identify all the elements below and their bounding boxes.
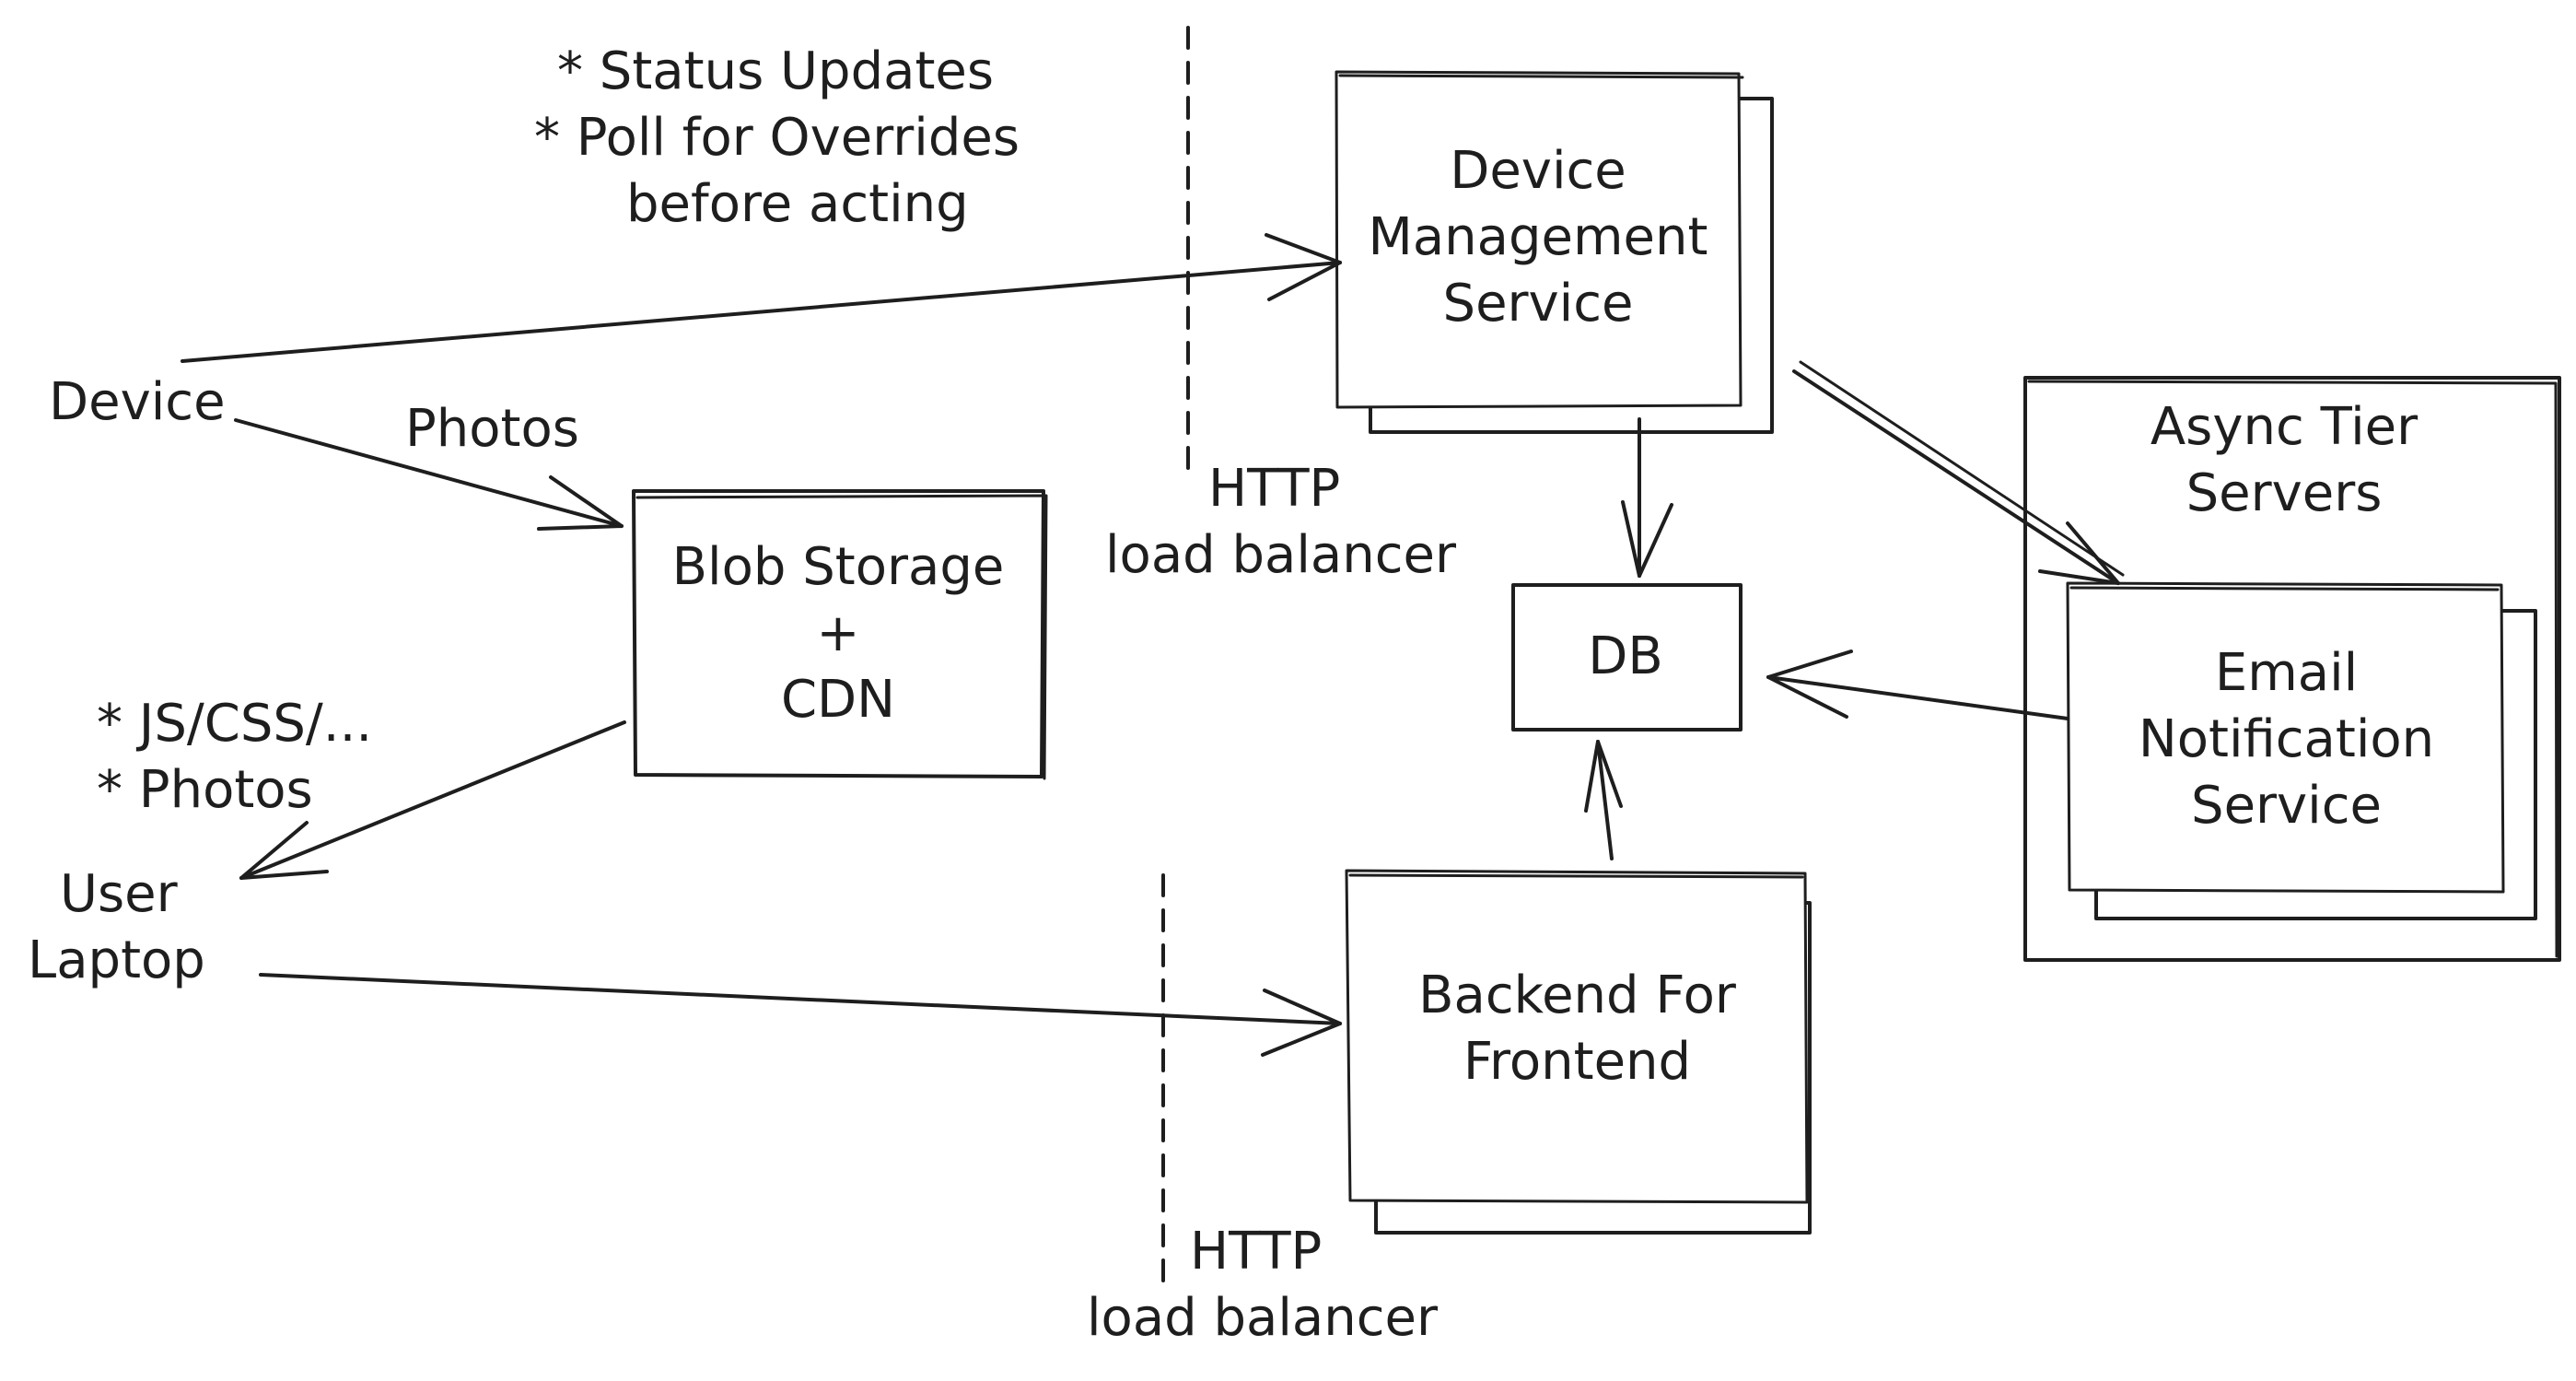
blob-storage-label: Blob Storage + CDN: [649, 534, 1027, 733]
device-note-poll: * Poll for Overrides: [534, 108, 1020, 168]
blob-storage-line-1: Blob Storage: [671, 537, 1005, 597]
user-notes: * JS/CSS/... * Photos: [97, 691, 372, 824]
device-label: Device: [49, 372, 226, 432]
db-label: DB: [1588, 626, 1663, 686]
arrow-blob-to-user: [239, 720, 626, 880]
async-tier-line-1: Async Tier: [2150, 397, 2419, 457]
device-notes: * Status Updates * Poll for Overrides be…: [534, 39, 1020, 238]
arrow-bff-to-db: [1584, 740, 1623, 860]
lb-bottom-name: load balancer: [1087, 1288, 1438, 1348]
photos-edge-label: Photos: [405, 399, 579, 459]
async-tier-line-2: Servers: [2186, 463, 2383, 523]
user-note-assets: * JS/CSS/...: [97, 694, 373, 754]
email-notification-service-box: [2066, 581, 2537, 920]
arrow-email-to-db: [1766, 650, 2069, 720]
device-note-status: * Status Updates: [557, 41, 995, 101]
load-balancer-label-top: HTTP load balancer: [1105, 456, 1456, 589]
ens-line-1: Email: [2214, 643, 2359, 703]
user-laptop-label: User Laptop: [28, 861, 205, 994]
lb-top-name: load balancer: [1105, 525, 1456, 585]
lb-top-protocol: HTTP: [1208, 459, 1341, 519]
blob-storage-line-3: CDN: [780, 670, 896, 730]
ens-line-3: Service: [2191, 776, 2382, 836]
blob-storage-box: [632, 489, 1048, 780]
arrow-user-to-bff: [259, 973, 1342, 1057]
user-laptop-line-1: User: [60, 864, 178, 924]
ens-line-2: Notification: [2138, 709, 2435, 769]
email-notification-service-label: Email Notification Service: [2077, 640, 2496, 839]
backend-for-frontend-label: Backend For Frontend: [1363, 963, 1791, 1095]
async-tier-container: [2023, 376, 2561, 962]
async-tier-label: Async Tier Servers: [2072, 394, 2496, 527]
bff-line-1: Backend For: [1418, 966, 1736, 1025]
db-box: [1511, 583, 1743, 731]
lb-bottom-protocol: HTTP: [1190, 1222, 1323, 1282]
dms-line-2: Management: [1368, 207, 1708, 267]
arrow-device-to-blob: [234, 418, 624, 531]
backend-for-frontend-box: [1345, 869, 1812, 1235]
blob-storage-line-2: +: [816, 603, 860, 663]
arrow-device-to-dms: [181, 233, 1342, 363]
user-note-photos: * Photos: [97, 760, 313, 820]
bff-line-2: Frontend: [1463, 1032, 1692, 1092]
dms-line-1: Device: [1450, 141, 1626, 201]
load-balancer-label-bottom: HTTP load balancer: [1087, 1219, 1438, 1352]
dms-line-3: Service: [1442, 274, 1634, 334]
arrow-dms-to-db: [1621, 417, 1673, 578]
device-management-service-label: Device Management Service: [1349, 138, 1727, 337]
device-note-before: before acting: [626, 174, 969, 234]
device-management-service-box: [1335, 70, 1774, 434]
user-laptop-line-2: Laptop: [28, 930, 205, 990]
arrow-dms-to-email: [1792, 360, 2125, 585]
